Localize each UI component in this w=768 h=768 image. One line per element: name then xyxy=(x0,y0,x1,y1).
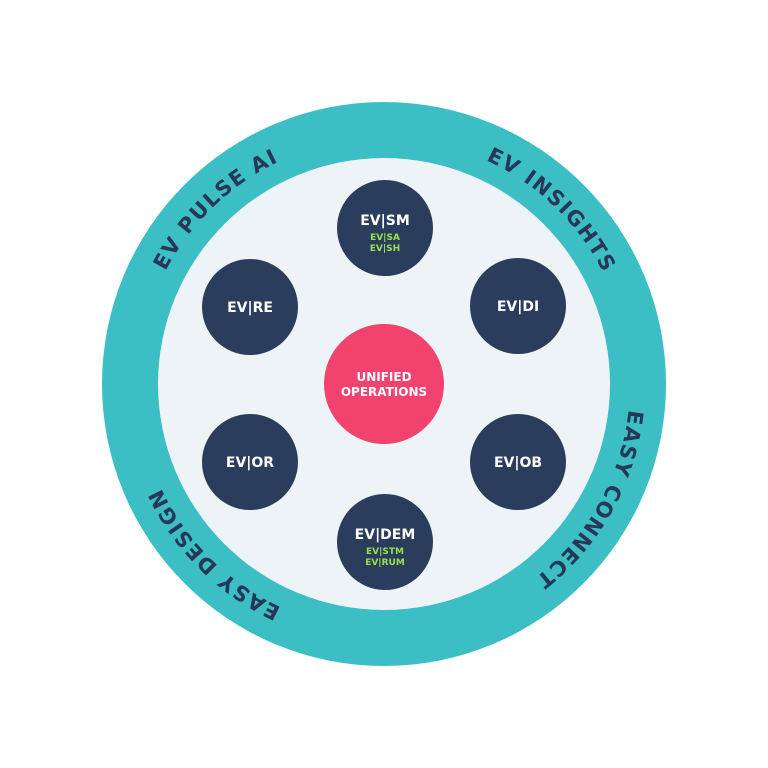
module-node-sub: EV|SH xyxy=(370,244,400,254)
module-node-title: EV|RE xyxy=(227,300,273,316)
module-node-circle xyxy=(470,258,566,354)
module-node-circle xyxy=(202,259,298,355)
module-node-circle xyxy=(470,414,566,510)
module-node-circle xyxy=(337,494,433,590)
module-node-sub: EV|SA xyxy=(370,233,400,243)
module-node-title: EV|OR xyxy=(226,455,274,471)
module-node-title: EV|DEM xyxy=(355,527,416,543)
module-node-title: EV|SM xyxy=(360,213,410,229)
module-node-ev-di: EV|DI xyxy=(470,258,566,354)
module-node-sub: EV|STM xyxy=(366,547,404,557)
module-node-ev-ob: EV|OB xyxy=(470,414,566,510)
module-node-ev-re: EV|RE xyxy=(202,259,298,355)
center-label-line2: OPERATIONS xyxy=(341,385,427,399)
module-node-circle xyxy=(202,414,298,510)
module-node-title: EV|OB xyxy=(494,455,542,471)
module-node-sub: EV|RUM xyxy=(365,558,405,568)
module-node-circle xyxy=(337,180,433,276)
module-node-ev-or: EV|OR xyxy=(202,414,298,510)
center-node: UNIFIED OPERATIONS xyxy=(324,324,444,444)
center-label-line1: UNIFIED xyxy=(356,370,411,384)
module-node-title: EV|DI xyxy=(497,299,539,315)
